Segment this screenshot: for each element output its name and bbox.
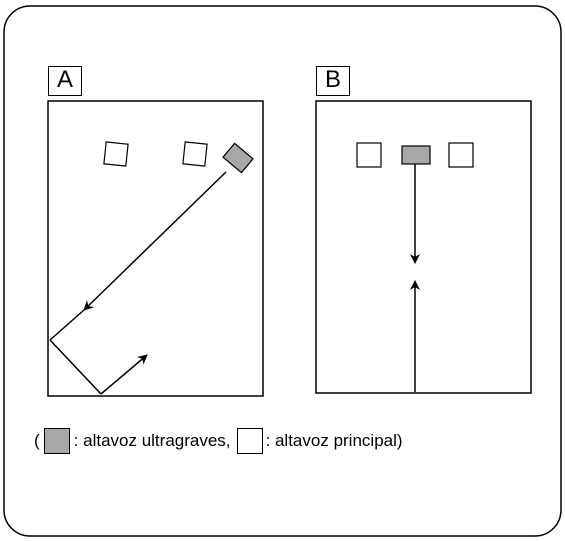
panel-label-b: B <box>316 66 350 96</box>
panel-label-a: A <box>48 66 82 96</box>
main-speaker-b-right <box>448 142 474 168</box>
main-speaker-a-right <box>182 141 208 167</box>
room-b <box>315 100 532 394</box>
outer-border <box>3 5 562 537</box>
path-a-1 <box>83 171 227 311</box>
main-speaker-b-left <box>356 142 382 168</box>
legend: ( : altavoz ultragraves, : altavoz princ… <box>34 426 403 456</box>
path-a-2 <box>49 309 85 341</box>
main-speaker-a-left <box>103 141 129 167</box>
legend-main-text: : altavoz principal) <box>265 431 403 450</box>
room-a <box>47 100 264 397</box>
legend-open-paren: ( <box>34 431 40 450</box>
path-a-4 <box>100 354 148 395</box>
legend-subwoofer-text: : altavoz ultragraves, <box>73 431 231 450</box>
main-speaker-swatch-icon <box>236 428 263 454</box>
subwoofer-swatch-icon <box>43 428 70 454</box>
subwoofer-a <box>222 142 254 174</box>
subwoofer-b <box>401 145 431 165</box>
path-a-3 <box>49 339 102 395</box>
